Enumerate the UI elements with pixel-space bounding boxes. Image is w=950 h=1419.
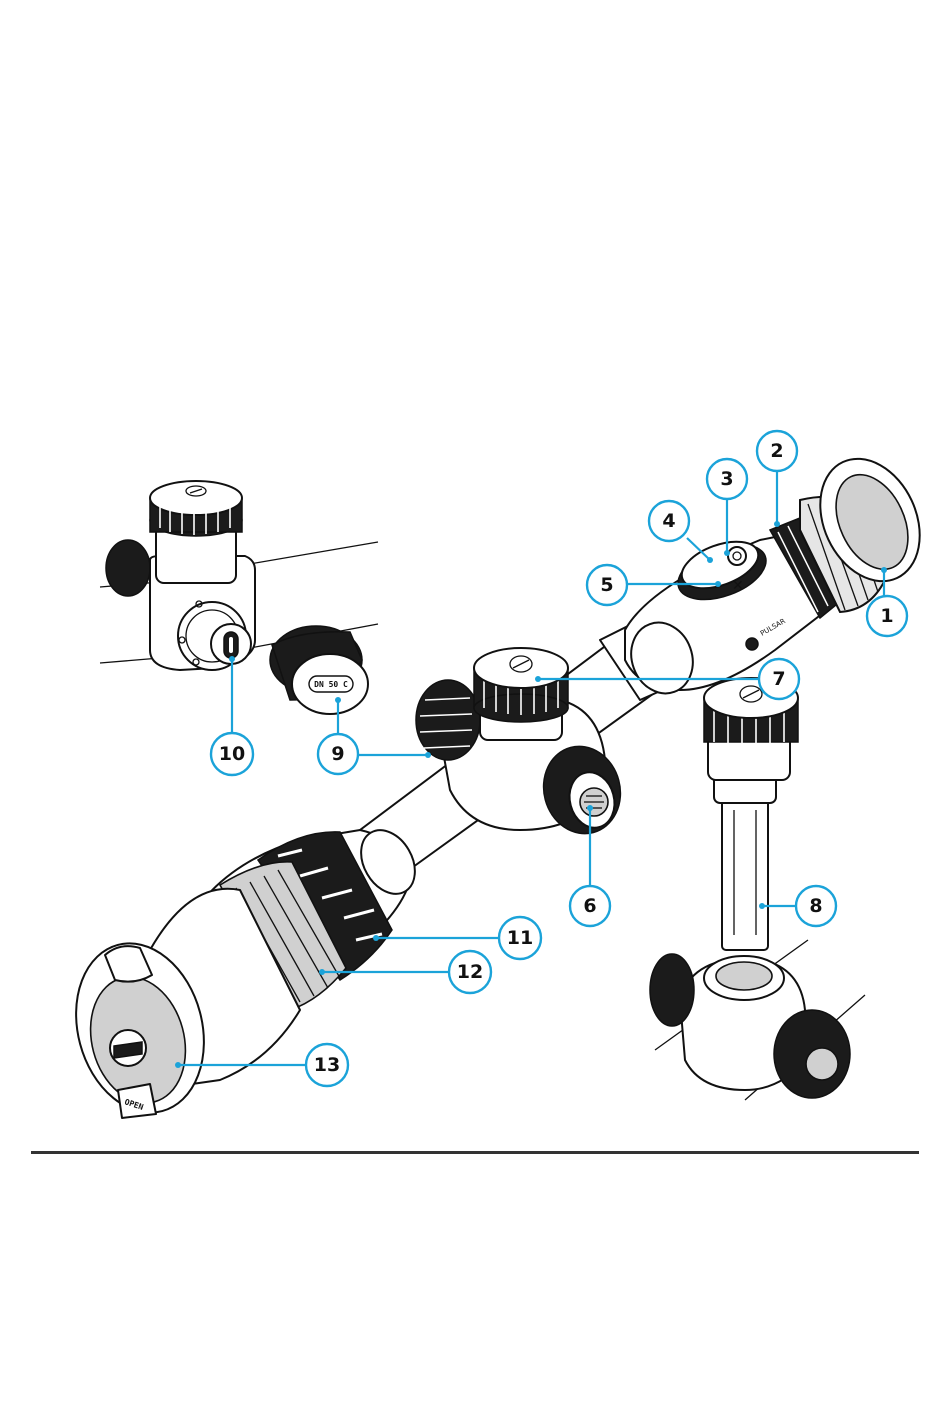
callout-12-label: 12 <box>457 961 483 983</box>
svg-text:✕: ✕ <box>732 578 744 594</box>
callout-2: 2 <box>757 431 797 471</box>
battery-cap-label: DN 50 C <box>314 680 348 689</box>
callout-11: 11 <box>499 917 541 959</box>
page-divider <box>31 1151 919 1154</box>
callout-6-label: 6 <box>583 895 596 917</box>
callout-3-label: 3 <box>720 468 733 490</box>
callout-4: 4 <box>649 501 689 541</box>
callout-10: 10 <box>211 733 253 775</box>
callout-7: 7 <box>759 659 799 699</box>
callout-1-label: 1 <box>880 605 893 627</box>
callout-4-label: 4 <box>662 510 675 532</box>
callout-13-label: 13 <box>314 1054 340 1076</box>
callout-13: 13 <box>306 1044 348 1086</box>
callout-3: 3 <box>707 459 747 499</box>
callout-9: 9 <box>318 734 358 774</box>
callout-7-label: 7 <box>772 668 785 690</box>
callout-12: 12 <box>449 951 491 993</box>
callout-10-label: 10 <box>219 743 245 765</box>
callout-9-label: 9 <box>331 743 344 765</box>
callout-1: 1 <box>867 596 907 636</box>
callout-8: 8 <box>796 886 836 926</box>
callout-8-label: 8 <box>809 895 822 917</box>
callout-11-label: 11 <box>507 927 533 949</box>
battery-cap: DN 50 C <box>270 626 368 714</box>
battery-insertion-inset <box>650 678 865 1100</box>
callout-6: 6 <box>570 886 610 926</box>
callout-5: 5 <box>587 565 627 605</box>
callout-2-label: 2 <box>770 440 783 462</box>
callout-5-label: 5 <box>600 574 613 596</box>
